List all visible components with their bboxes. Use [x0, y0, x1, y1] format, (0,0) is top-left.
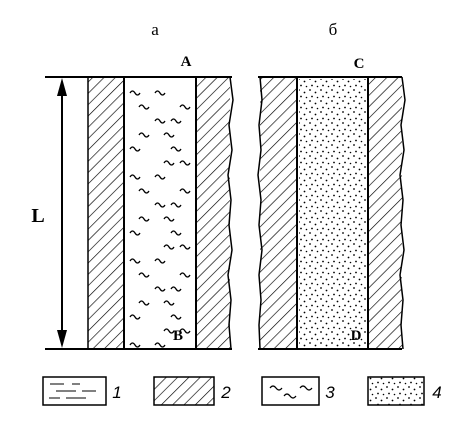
wave-mark [163, 216, 175, 222]
wave-mark [138, 132, 150, 138]
panel-a-caption: а [151, 20, 159, 39]
wave-mark [179, 328, 191, 334]
legend-number-2: 2 [220, 383, 231, 402]
wave-mark [129, 258, 141, 264]
wave-mark [179, 244, 191, 250]
wave-mark [179, 188, 191, 194]
wave-mark [170, 230, 182, 236]
wave-mark [163, 300, 175, 306]
wave-mark [129, 174, 141, 180]
point-b-label: B [173, 328, 183, 344]
wave-mark [154, 174, 166, 180]
wave-mark [170, 202, 182, 208]
point-d-label: D [351, 328, 362, 344]
panel-b-left-wall [257, 76, 298, 350]
panel-b-right-wall [367, 76, 406, 350]
wave-mark [129, 230, 141, 236]
wave-mark [129, 314, 141, 320]
legend-item-1 [42, 376, 107, 406]
panel-b-caption: б [329, 20, 338, 39]
panel-a-right-wall [195, 76, 234, 350]
legend-number-3: 3 [325, 383, 335, 402]
wave-mark [129, 146, 141, 152]
legend: 1 2 3 4 [42, 376, 442, 406]
wave-mark [129, 90, 141, 96]
legend-item-2 [153, 376, 215, 406]
wave-mark [170, 286, 182, 292]
wave-mark [179, 272, 191, 278]
point-a-label: A [181, 54, 192, 70]
wave-mark [138, 272, 150, 278]
panel-a-wavy-fill [129, 90, 191, 348]
wave-mark [138, 104, 150, 110]
wave-mark [129, 342, 141, 348]
legend-item-3 [261, 376, 320, 406]
wave-mark [154, 258, 166, 264]
wave-mark [163, 244, 175, 250]
wave-mark [170, 146, 182, 152]
wave-mark [163, 132, 175, 138]
wave-mark [138, 216, 150, 222]
point-c-label: C [354, 56, 365, 72]
wave-mark [163, 328, 175, 334]
wave-mark [179, 160, 191, 166]
wave-mark [170, 314, 182, 320]
dimension-arrow [57, 78, 67, 348]
wave-mark [154, 202, 166, 208]
panel-b-dotted-fill [299, 79, 366, 347]
legend-number-1: 1 [112, 383, 121, 402]
wave-mark [154, 342, 166, 348]
wave-mark [179, 104, 191, 110]
legend-number-4: 4 [432, 383, 441, 402]
wave-mark [138, 300, 150, 306]
wave-mark [154, 90, 166, 96]
panel-a-left-wall [87, 77, 125, 349]
dimension-label-l: L [31, 205, 44, 227]
wave-mark [163, 160, 175, 166]
wave-mark [154, 118, 166, 124]
legend-item-4 [367, 376, 425, 406]
wave-mark [154, 286, 166, 292]
wave-mark [170, 118, 182, 124]
wave-mark [138, 188, 150, 194]
